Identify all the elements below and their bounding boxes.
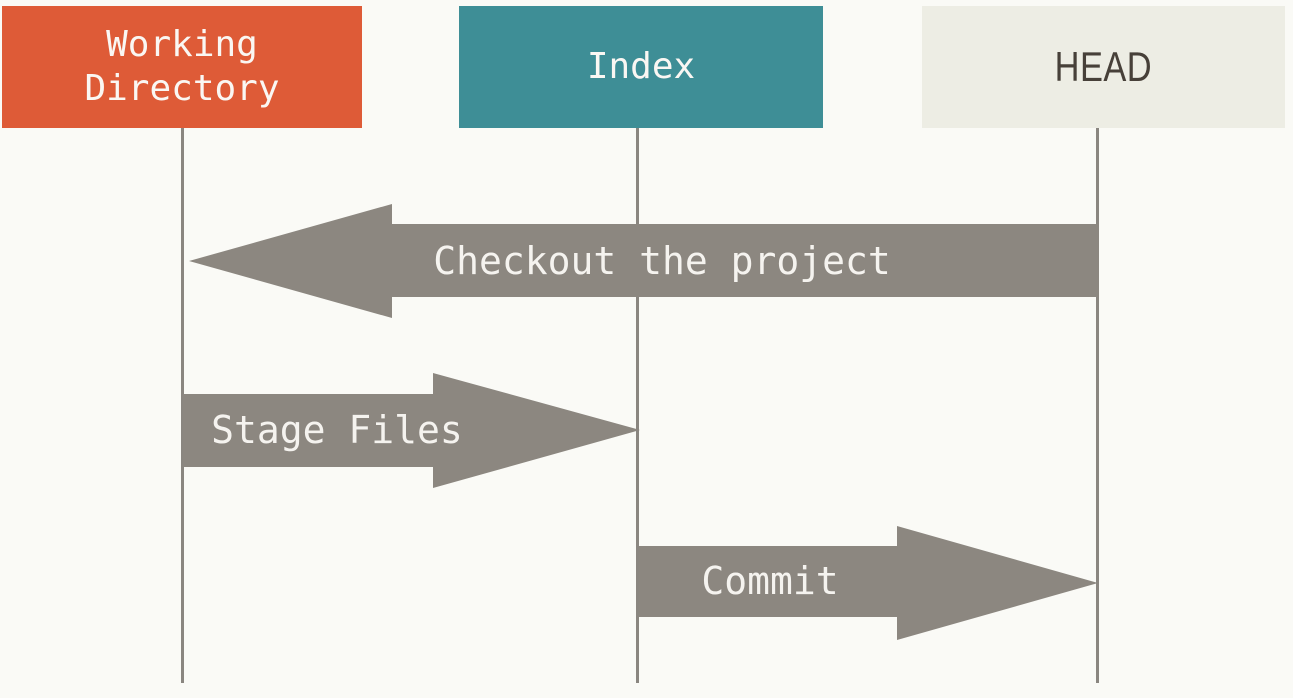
- working-directory-label: Working Directory: [84, 24, 280, 109]
- stage-files-arrow-shape: [183, 373, 640, 488]
- checkout-arrow-shape: [189, 204, 1099, 318]
- head-box: HEAD: [922, 6, 1285, 128]
- commit-arrow-shape: [639, 526, 1098, 640]
- working-directory-lifeline: [181, 128, 184, 683]
- checkout-arrow-label: Checkout the project: [433, 239, 891, 283]
- stage-files-arrow-label: Stage Files: [211, 408, 463, 452]
- working-directory-box: Working Directory: [2, 6, 362, 128]
- index-box: Index: [459, 6, 823, 128]
- index-lifeline: [636, 128, 639, 683]
- index-label: Index: [586, 46, 696, 88]
- head-lifeline: [1096, 128, 1099, 683]
- head-label: HEAD: [1054, 43, 1153, 91]
- commit-arrow-label: Commit: [701, 559, 839, 603]
